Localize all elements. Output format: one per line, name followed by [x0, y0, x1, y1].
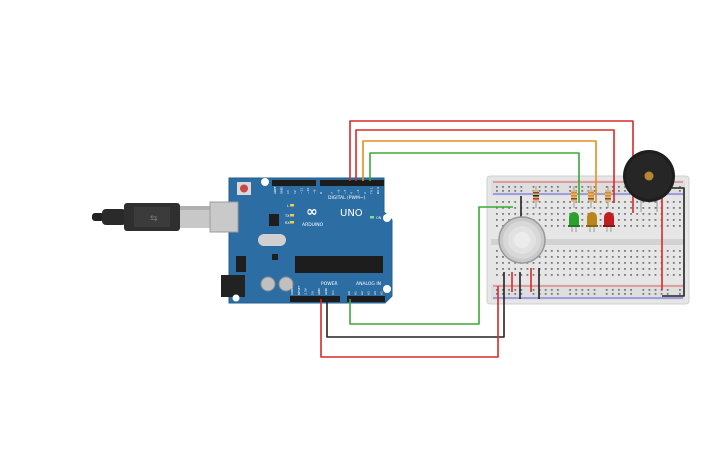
wire-red-2[interactable]	[355, 129, 615, 203]
wire-green-top[interactable]	[369, 152, 580, 203]
wire-red-bottom[interactable]	[320, 286, 499, 358]
wire-black-bottom[interactable]	[326, 272, 505, 338]
usb-cable[interactable]: ⇆	[92, 203, 210, 231]
analog-pin-label: A4	[373, 291, 377, 295]
resistor-4[interactable]	[605, 186, 611, 208]
power-pin-label: Vin	[331, 290, 335, 295]
digital-pin-label: ~6	[336, 189, 340, 194]
power-pin-label: GND	[324, 287, 328, 295]
led-green[interactable]	[568, 212, 580, 232]
power-pin-label: RESET	[297, 285, 301, 295]
digital-pin-label: 8	[319, 192, 323, 194]
digital-pin-label: TX 1	[369, 187, 373, 195]
digital-pin-label: 12	[293, 190, 297, 194]
resistor-2[interactable]	[571, 186, 577, 208]
leds	[568, 212, 615, 232]
power-pin-label: GND	[317, 287, 321, 295]
board-model-text: UNO	[340, 208, 363, 219]
on-led-label: ON	[376, 216, 382, 220]
wire-black-right[interactable]	[662, 187, 685, 297]
led-rx-label: RX	[285, 221, 290, 225]
resistors	[533, 186, 611, 208]
analog-pin-label: A1	[354, 291, 358, 295]
digital-pin-label: 2	[363, 192, 367, 194]
resistor-1[interactable]	[533, 186, 539, 208]
digital-pin-label: ~9	[313, 189, 317, 194]
analog-header-label: ANALOG IN	[356, 281, 381, 287]
digital-pin-label: ~5	[343, 189, 347, 194]
digital-pin-label: AREF	[273, 186, 277, 194]
digital-pin-label: ~10	[306, 188, 310, 194]
svg-text:⇆: ⇆	[150, 214, 158, 224]
led-red[interactable]	[603, 212, 615, 232]
power-pin-label: IOREF	[290, 286, 294, 295]
analog-pin-label: A5	[380, 291, 384, 295]
power-pin-label: 3.3V	[304, 287, 308, 295]
digital-pin-label: 7	[330, 192, 334, 194]
digital-pin-label: ~3	[356, 189, 360, 194]
digital-pin-label: RX 0	[376, 187, 380, 194]
piezo-buzzer[interactable]	[623, 150, 675, 212]
wire-orange[interactable]	[362, 140, 597, 203]
power-pin-label: 5V	[310, 290, 314, 295]
gas-sensor[interactable]	[498, 216, 546, 264]
analog-pin-label: A3	[367, 291, 371, 295]
digital-pin-label: 4	[350, 192, 354, 194]
arduino-uno-board[interactable]: ∞ UNO ARDUINO DIGITAL (PWM~) POWER ANALO…	[209, 177, 393, 304]
digital-header-label: DIGITAL (PWM~)	[328, 195, 366, 201]
svg-text:∞: ∞	[306, 204, 318, 220]
digital-pin-label: GND	[280, 186, 284, 194]
led-orange[interactable]	[586, 212, 598, 232]
led-l-label: L	[287, 204, 289, 208]
analog-pin-label: A2	[360, 291, 364, 295]
led-tx-label: TX	[284, 214, 290, 218]
board-brand-text: ARDUINO	[302, 222, 324, 228]
digital-pin-label: 13	[286, 190, 290, 194]
wire-green-bottom[interactable]	[349, 206, 513, 325]
digital-pin-label: ~11	[299, 188, 303, 194]
resistor-3[interactable]	[588, 186, 594, 208]
analog-pin-label: A0	[347, 291, 351, 295]
power-header-label: POWER	[321, 281, 338, 287]
